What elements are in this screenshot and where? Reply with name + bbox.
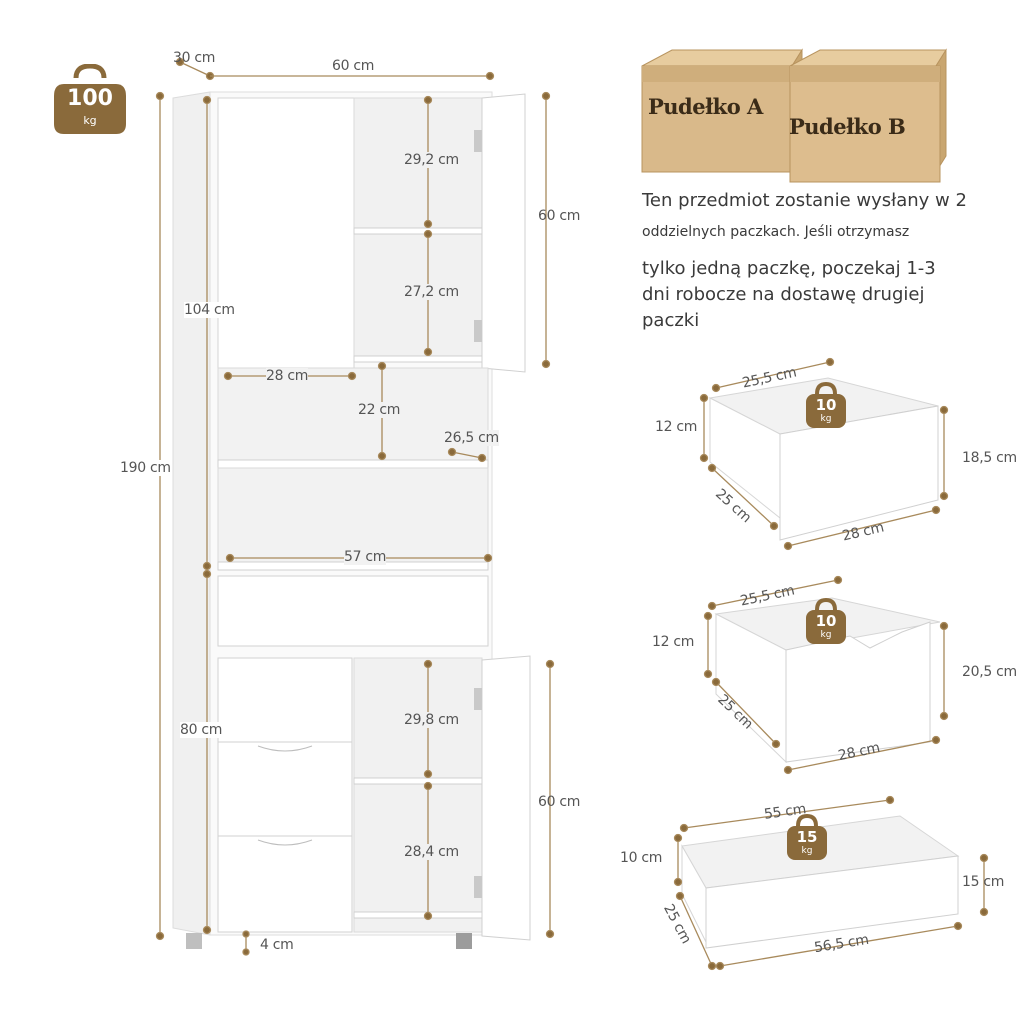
depth-label: 30 cm: [173, 50, 216, 66]
lower-height-label: 80 cm: [180, 722, 223, 738]
drawer-3-front-height: 15 cm: [962, 874, 1005, 890]
open-depth-label: 26,5 cm: [444, 430, 499, 446]
shipping-notice-line1: Ten przedmiot zostanie wysłany w 2: [642, 190, 967, 211]
drawer-3-weight: 15: [796, 828, 818, 846]
drawer-2-weight: 10: [815, 612, 837, 630]
width-label: 60 cm: [332, 58, 375, 74]
total-weight-unit: kg: [83, 114, 97, 127]
shipping-notice-line5: paczki: [642, 310, 700, 331]
package-boxes: [641, 48, 947, 183]
total-height-label: 190 cm: [120, 460, 171, 476]
weight-icon: [54, 64, 126, 134]
drawer-1-side-height: 12 cm: [655, 419, 698, 435]
shelf-gap-mid-label: 27,2 cm: [404, 284, 459, 300]
shipping-notice-line3: tylko jedną paczkę, poczekaj 1-3: [642, 258, 936, 279]
shipping-notice-line2: oddzielnych paczkach. Jeśli otrzymasz: [642, 224, 910, 240]
cabinet-illustration: [155, 57, 555, 956]
foot-height-label: 4 cm: [260, 937, 294, 953]
drawer-2-illustration: [703, 575, 949, 775]
upper-height-label: 104 cm: [184, 302, 235, 318]
shelf-width-label: 28 cm: [266, 368, 309, 384]
total-weight-value: 100: [67, 86, 113, 111]
open-gap-label: 22 cm: [358, 402, 401, 418]
drawer-3-weight-unit: kg: [801, 846, 813, 856]
drawer-1-front-height: 18,5 cm: [962, 450, 1017, 466]
box-b-label: Pudełko B: [789, 114, 906, 139]
drawer-2-weight-unit: kg: [820, 630, 832, 640]
inner-width-label: 57 cm: [344, 549, 387, 565]
drawer-2-front-height: 20,5 cm: [962, 664, 1017, 680]
shelf-gap-top-label: 29,2 cm: [404, 152, 459, 168]
lower-gap-top-label: 29,8 cm: [404, 712, 459, 728]
box-a-label: Pudełko A: [648, 94, 763, 119]
shipping-notice-line4: dni robocze na dostawę drugiej: [642, 284, 925, 305]
door-height-top-label: 60 cm: [538, 208, 581, 224]
drawer-1-weight-unit: kg: [820, 414, 832, 424]
door-height-bottom-label: 60 cm: [538, 794, 581, 810]
drawer-2-side-height: 12 cm: [652, 634, 695, 650]
drawer-1-illustration: [699, 357, 949, 551]
drawer-3-illustration: [673, 795, 989, 971]
lower-gap-bottom-label: 28,4 cm: [404, 844, 459, 860]
drawer-3-side-height: 10 cm: [620, 850, 663, 866]
drawer-1-weight: 10: [815, 396, 837, 414]
